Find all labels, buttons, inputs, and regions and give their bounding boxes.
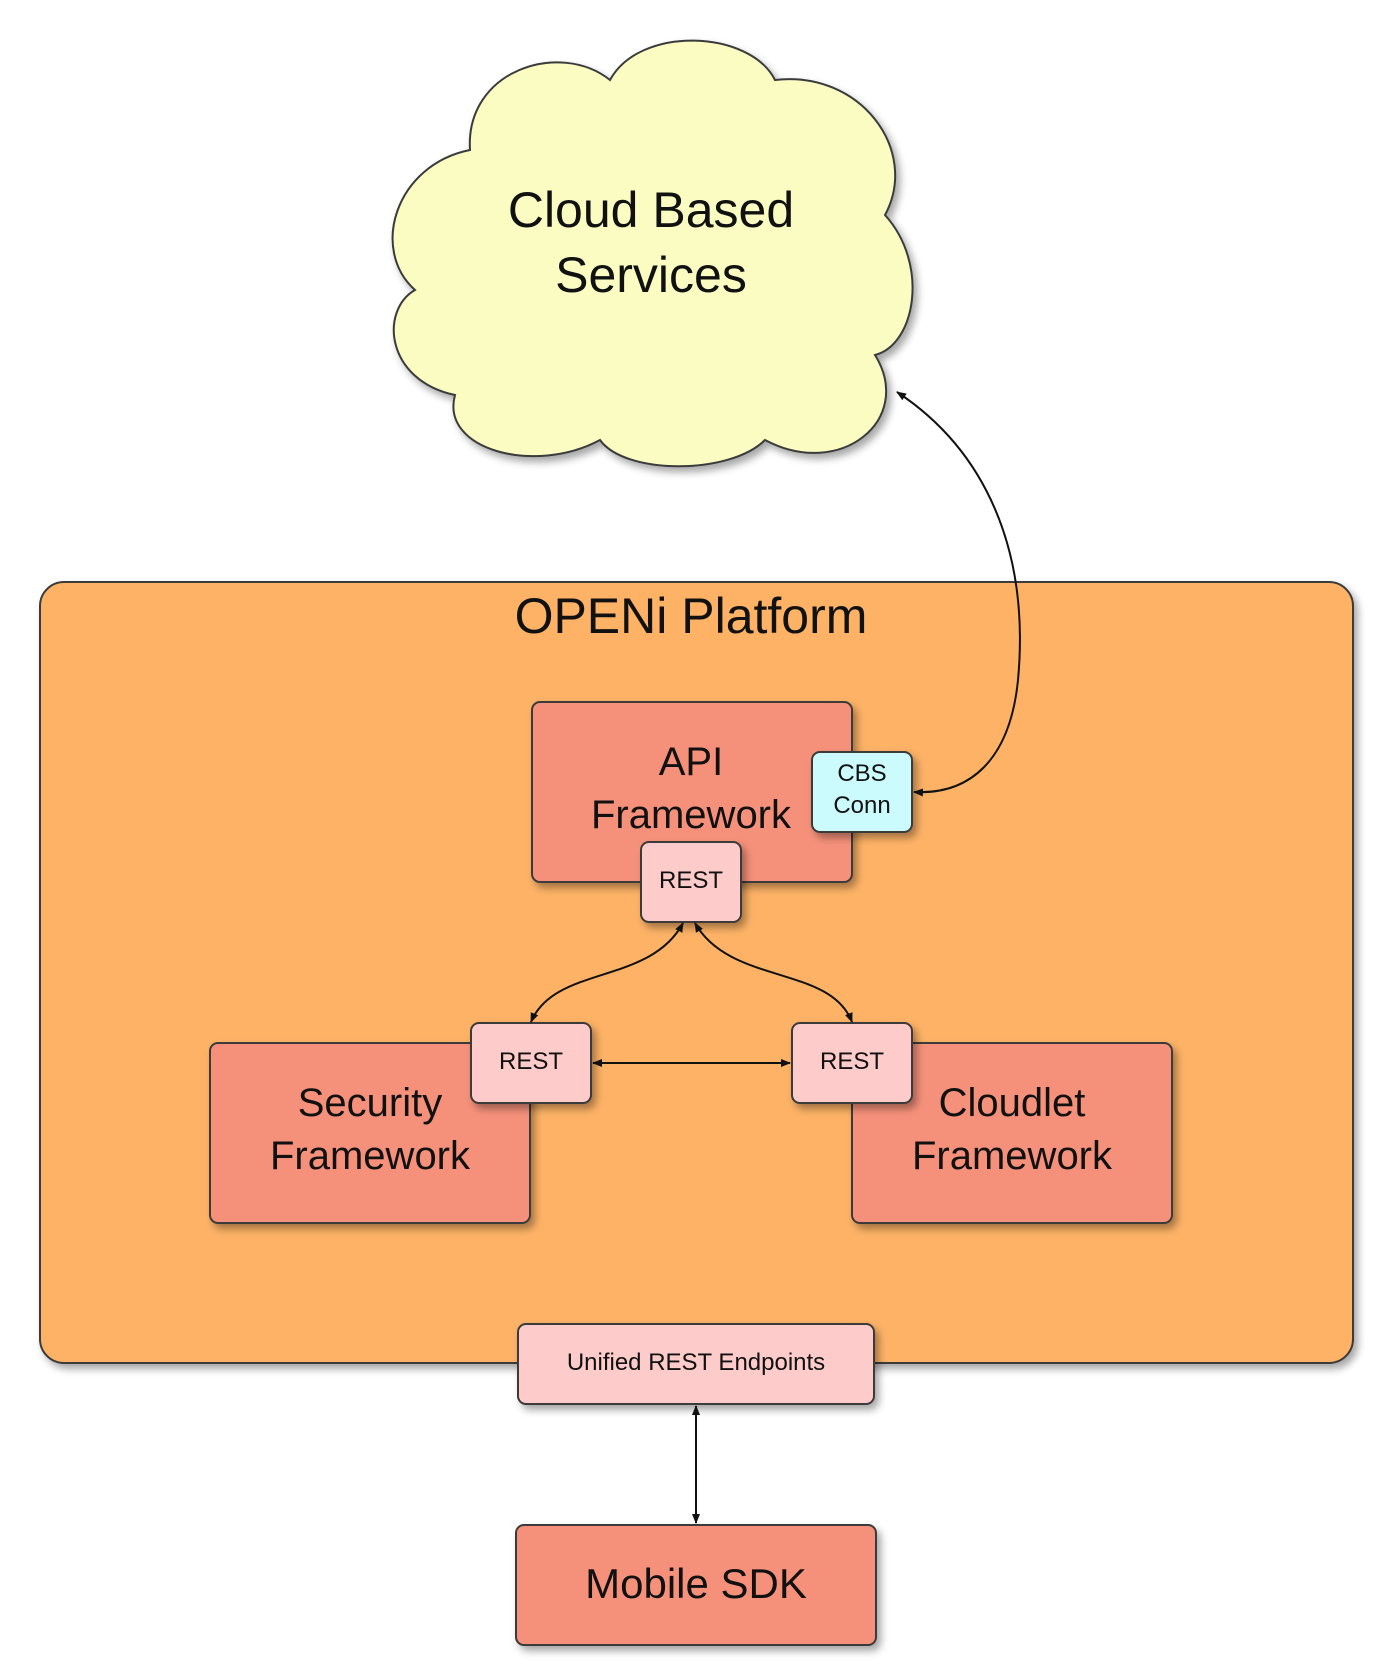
- api-framework-line2: Framework: [591, 793, 792, 837]
- platform-title: OPENi Platform: [515, 588, 868, 644]
- unified-endpoints-box: [517, 1323, 875, 1405]
- mobile-sdk-label: Mobile SDK: [585, 1560, 807, 1607]
- cloudlet-framework: Cloudlet Framework REST: [791, 1022, 1173, 1224]
- api-framework: API Framework CBS Conn REST: [531, 701, 913, 923]
- cloudlet-rest-box: [791, 1022, 913, 1104]
- api-framework-line1: API: [659, 740, 723, 784]
- platform-box: [39, 581, 1354, 1364]
- mobile-sdk-box: [515, 1524, 877, 1646]
- unified-rest-endpoints: Unified REST Endpoints: [517, 1323, 875, 1405]
- security-rest-label: REST: [499, 1048, 563, 1075]
- cloud-title-line2: Services: [555, 247, 747, 303]
- api-rest-box: [640, 841, 742, 923]
- security-rest-box: [470, 1022, 592, 1104]
- mobile-sdk: Mobile SDK: [515, 1524, 877, 1646]
- cloud-title-line1: Cloud Based: [508, 182, 794, 238]
- cloudlet-framework-line1: Cloudlet: [939, 1081, 1086, 1125]
- unified-endpoints-label: Unified REST Endpoints: [567, 1349, 825, 1376]
- cloudlet-framework-line2: Framework: [912, 1134, 1113, 1178]
- cbs-conn-line1: CBS: [837, 760, 886, 787]
- arrow-api-security: [530, 922, 684, 1023]
- openi-platform: OPENi Platform: [39, 581, 1354, 1364]
- arrow-api-cloudlet: [694, 922, 853, 1023]
- connectors: [530, 391, 1021, 1524]
- security-framework: Security Framework REST: [209, 1022, 592, 1224]
- security-framework-line1: Security: [298, 1081, 443, 1125]
- security-framework-line2: Framework: [270, 1134, 471, 1178]
- api-rest-label: REST: [659, 867, 723, 894]
- arrow-cloud-cbs: [896, 391, 1021, 797]
- cloudlet-framework-box: [851, 1042, 1173, 1224]
- cbs-conn-line2: Conn: [833, 792, 890, 819]
- security-framework-box: [209, 1042, 531, 1224]
- cloud-shape: [391, 39, 914, 468]
- cloudlet-rest-label: REST: [820, 1048, 884, 1075]
- cloud-based-services: Cloud Based Services: [391, 39, 914, 468]
